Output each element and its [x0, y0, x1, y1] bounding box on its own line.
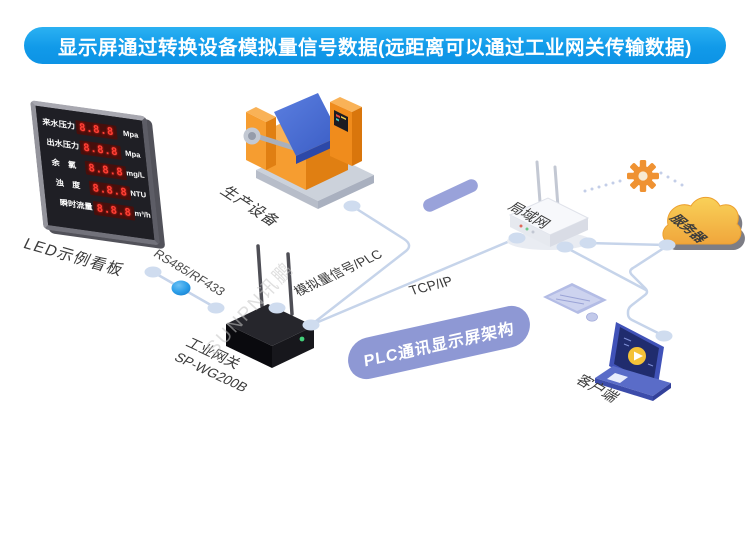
link-router-cloud — [586, 241, 669, 247]
led-metric-value: 8.8.8 — [88, 180, 132, 200]
link-machine-gateway — [309, 204, 411, 327]
mouse-icon — [586, 312, 598, 322]
gear-icon — [627, 160, 659, 192]
led-display-board: 来水压力 8.8.8 Mpa 出水压力 8.8.8 Mpa 余 氯 8.8.8 … — [30, 100, 160, 246]
dotted-link-gear-cloud — [659, 171, 684, 187]
led-metric-unit: Mpa — [124, 148, 141, 160]
led-metric-label: 瞬时流量 — [59, 198, 94, 212]
led-metric-label: 余 氯 — [51, 157, 77, 171]
link-router-junction — [563, 245, 648, 292]
dotted-link-router-gear — [583, 179, 622, 193]
title-banner: 显示屏通过转换设备模拟量信号数据(远距离可以通过工业网关传输数据) — [24, 27, 726, 64]
signal-dot — [171, 280, 191, 296]
led-metric-unit: Mpa — [122, 128, 139, 140]
server-cloud — [662, 196, 745, 250]
gateway-led — [299, 336, 305, 342]
led-metric-label: 出水压力 — [46, 137, 80, 152]
led-metric-value: 8.8.8 — [75, 119, 118, 140]
production-machine — [243, 93, 374, 209]
link-gateway-router — [309, 236, 519, 327]
led-metric-unit: m³/h — [134, 208, 152, 220]
led-metric-label: 来水压力 — [41, 117, 76, 131]
led-metric-value: 8.8.8 — [92, 200, 136, 221]
led-metric-unit: NTU — [129, 188, 147, 200]
led-metric-value: 8.8.8 — [84, 160, 127, 180]
led-metric-value: 8.8.8 — [79, 139, 122, 160]
led-metric-unit: mg/L — [125, 168, 146, 180]
link-cloud-client — [626, 244, 669, 338]
gateway-device — [226, 244, 314, 368]
keyboard-icon — [543, 283, 607, 322]
line-nodes — [144, 200, 676, 342]
client-laptop — [595, 322, 671, 401]
led-metric-label: 浊 度 — [55, 178, 81, 191]
